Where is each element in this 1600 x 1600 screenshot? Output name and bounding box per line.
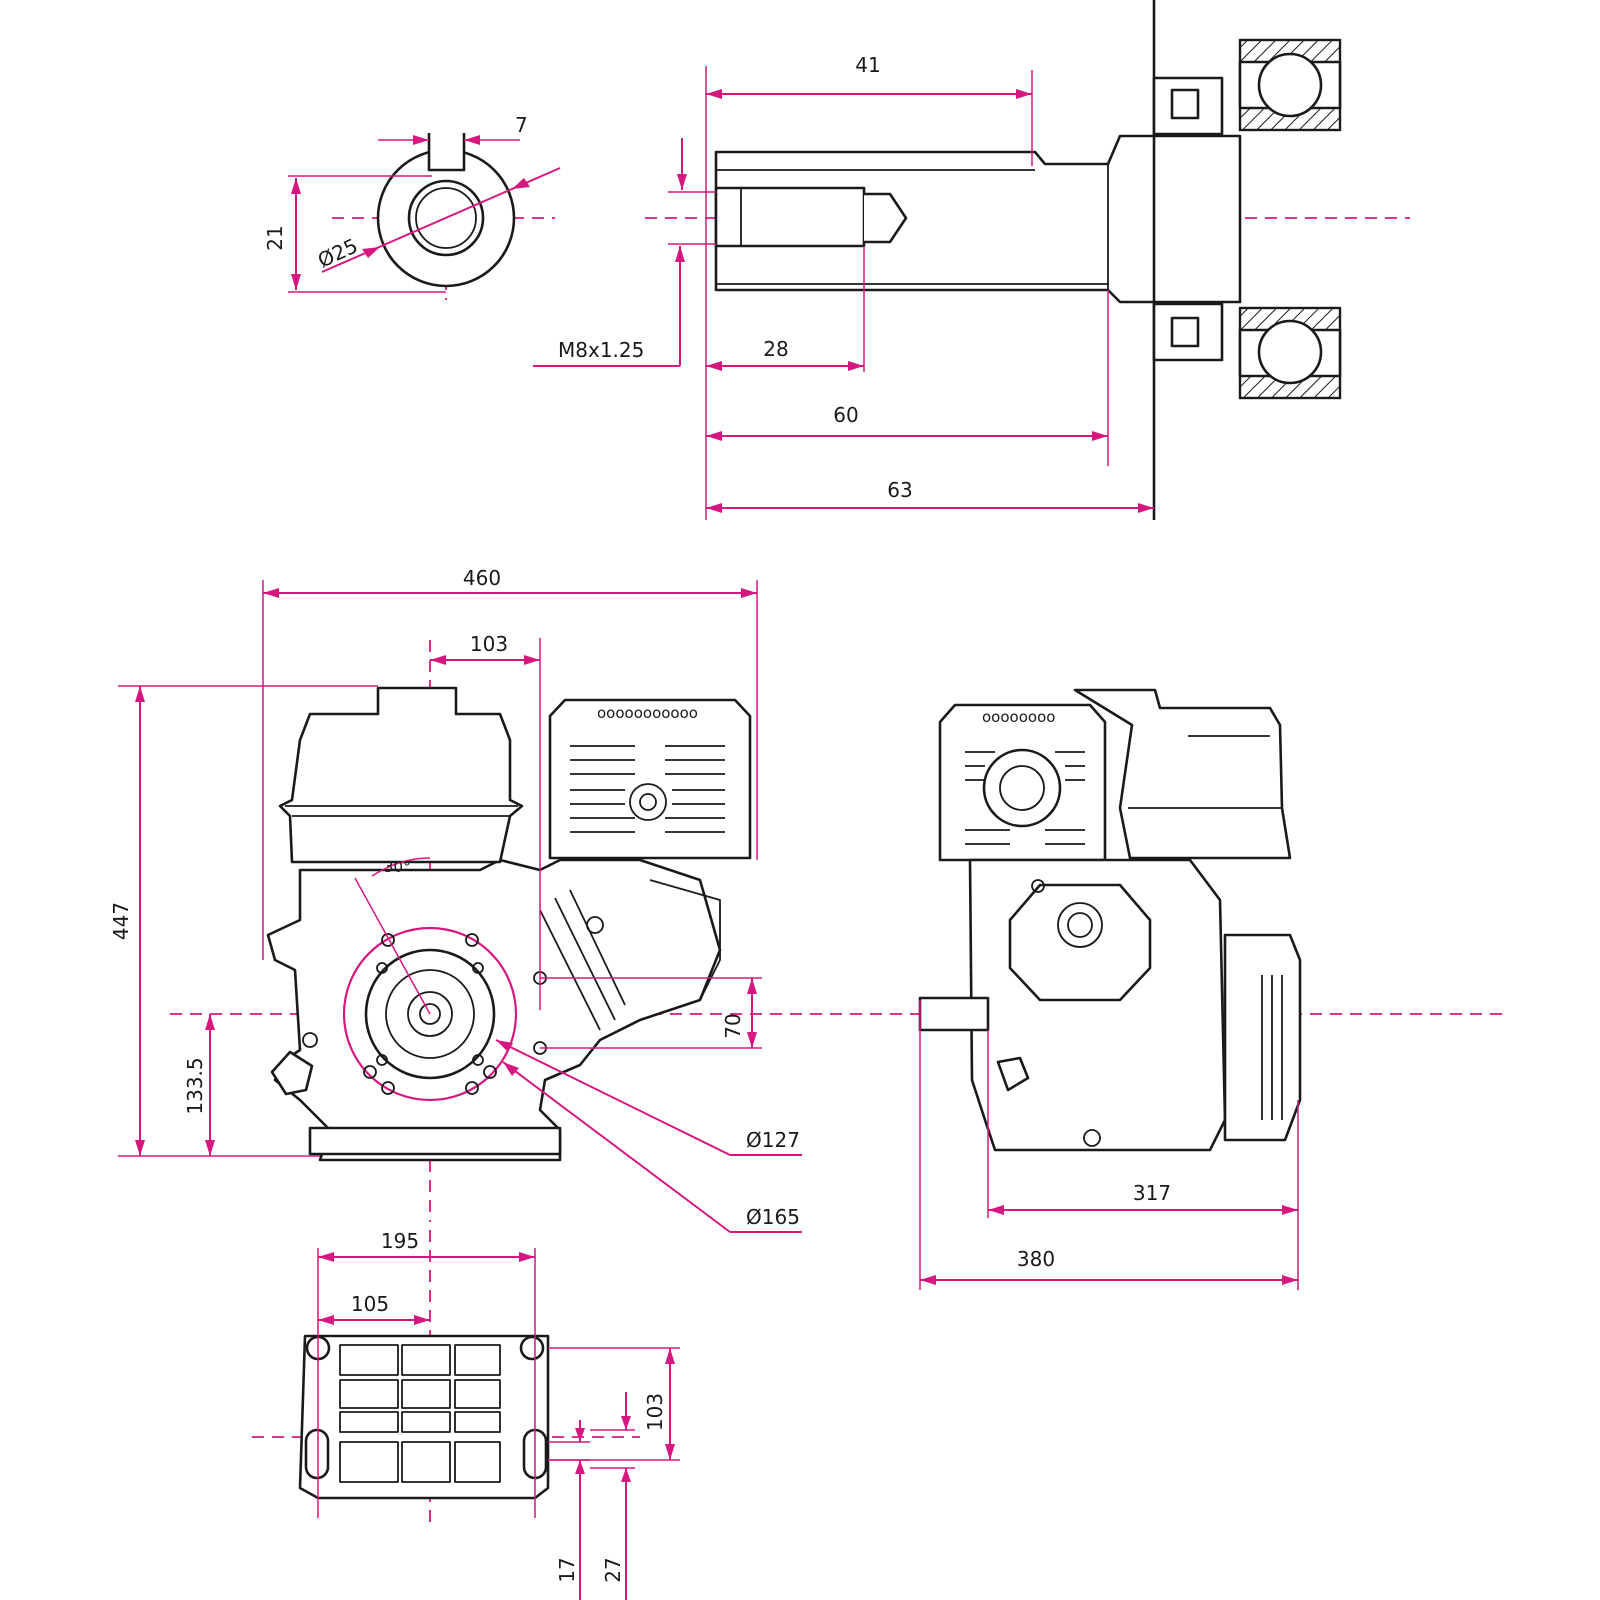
dim-overall-depth: 380 bbox=[1017, 1247, 1055, 1271]
dim-angle: 30° bbox=[384, 858, 411, 876]
dim-base-depth: 103 bbox=[643, 1393, 667, 1431]
side-fuel-tank bbox=[1073, 688, 1292, 860]
shaft-body bbox=[714, 134, 1242, 304]
dim-pcd-inner: Ø127 bbox=[746, 1128, 800, 1152]
keyway-slot bbox=[427, 133, 466, 172]
dim-base-width: 195 bbox=[381, 1229, 419, 1253]
dim-thread: M8x1.25 bbox=[558, 338, 644, 362]
dim-shaft-length-a: 60 bbox=[833, 403, 858, 427]
shaft-side-view: 41 M8x1.25 28 60 63 bbox=[533, 0, 1410, 520]
dim-shaft-diameter: Ø25 bbox=[314, 233, 361, 272]
dim-keyway-length: 41 bbox=[855, 53, 880, 77]
dim-keyway-width: 7 bbox=[515, 113, 528, 137]
side-shaft-stub bbox=[918, 996, 990, 1032]
pcd-outer-circle bbox=[342, 926, 518, 1102]
side-valve-cover bbox=[1008, 883, 1152, 1002]
engine-base-view: 195 105 103 17 27 bbox=[252, 1229, 680, 1600]
dim-overall-height: 447 bbox=[109, 902, 133, 940]
dim-overall-width: 460 bbox=[463, 566, 501, 590]
air-filter bbox=[548, 698, 752, 860]
base-rail bbox=[308, 1126, 562, 1156]
fuel-tank bbox=[278, 686, 524, 864]
dim-base-half: 105 bbox=[351, 1292, 389, 1316]
thread-hole bbox=[714, 186, 866, 248]
mount-hole-tr bbox=[519, 1335, 545, 1361]
dim-thread-depth: 28 bbox=[763, 337, 788, 361]
svg-text:oooooooo: oooooooo bbox=[982, 708, 1055, 726]
oil-plug bbox=[270, 1050, 314, 1096]
shaft-end-bore bbox=[415, 187, 477, 249]
svg-text:ooooooooooo: ooooooooooo bbox=[597, 704, 698, 722]
dim-bolt-spacing: 70 bbox=[721, 1013, 745, 1038]
dim-shaft-height: 133.5 bbox=[183, 1057, 207, 1114]
dim-pcd-outer: Ø165 bbox=[746, 1205, 800, 1229]
mount-slot-l bbox=[304, 1428, 330, 1480]
dim-shaft-to-edge: 103 bbox=[470, 632, 508, 656]
dim-slot-b: 27 bbox=[601, 1557, 625, 1582]
engine-front-view: ooooooooooo bbox=[109, 566, 1505, 1233]
side-oil-plug bbox=[996, 1056, 1030, 1092]
shaft-end-view: 7 21 Ø25 bbox=[263, 113, 561, 300]
dim-side-depth: 317 bbox=[1133, 1181, 1171, 1205]
base-plate bbox=[298, 1334, 550, 1500]
engine-side-view: oooooooo bbox=[918, 688, 1302, 1290]
thread-drill-tip bbox=[864, 192, 908, 244]
dim-shaft-length-b: 63 bbox=[887, 478, 912, 502]
dim-slot-a: 17 bbox=[555, 1557, 579, 1582]
dim-shaft-flat: 21 bbox=[263, 225, 287, 250]
